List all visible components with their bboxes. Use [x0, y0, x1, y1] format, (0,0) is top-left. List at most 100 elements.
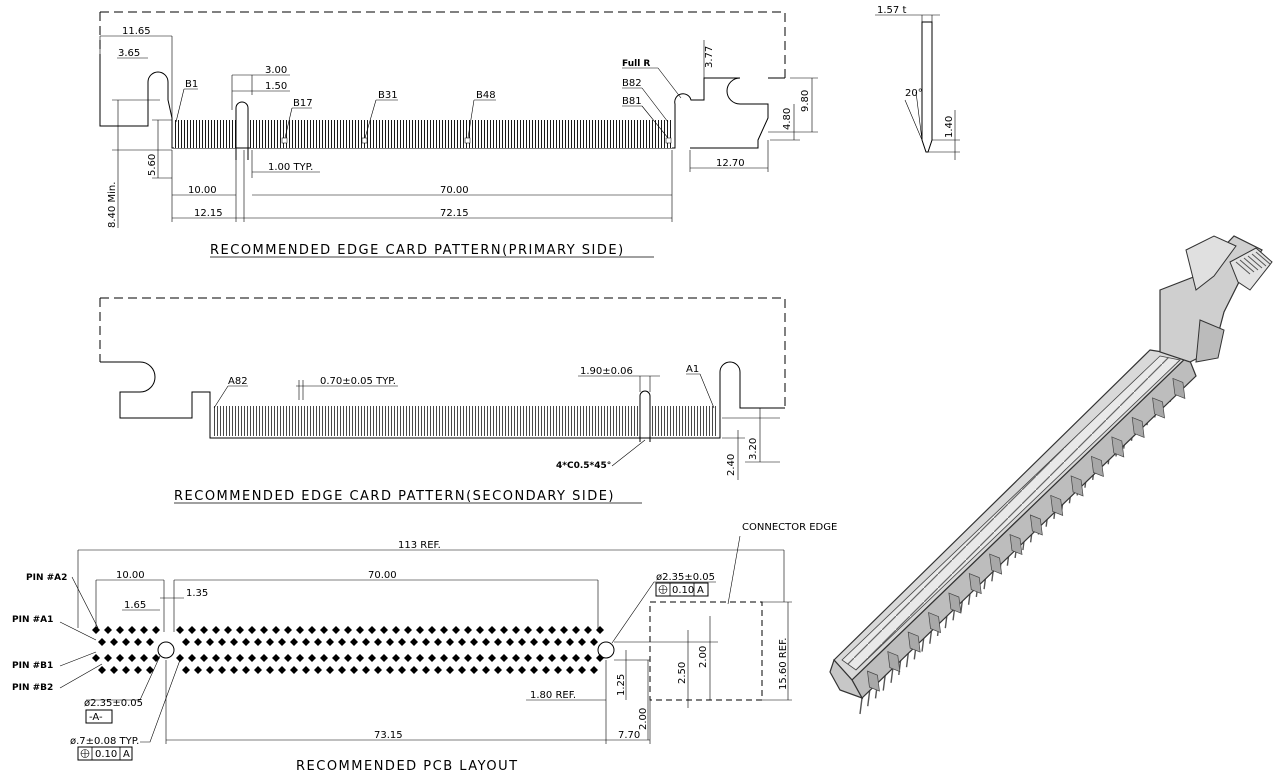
dim-4-80: 4.80 [782, 108, 793, 130]
pcb-pin [116, 654, 124, 662]
pcb-pin [266, 638, 274, 646]
pin-field [92, 626, 604, 674]
pcb-pin [182, 638, 190, 646]
dim-1-40: 1.40 [944, 116, 955, 138]
dim-pcb-10-00: 10.00 [116, 570, 145, 581]
connector-rib [968, 572, 982, 595]
pcb-pin [566, 666, 574, 674]
pcb-pin [206, 666, 214, 674]
dim-2-50: 2.50 [677, 662, 688, 684]
dim-3-20: 3.20 [748, 438, 759, 460]
pcb-pin [188, 654, 196, 662]
connector-rib [1029, 514, 1043, 536]
pcb-pin [404, 626, 412, 634]
key-notch-secondary [639, 390, 651, 442]
latch-grip-ridge [1239, 259, 1255, 273]
latch-grip-ridge [1247, 255, 1263, 269]
pcb-pin [410, 666, 418, 674]
pcb-pin [122, 666, 130, 674]
connector-rib [1152, 397, 1165, 419]
pcb-pin [440, 654, 448, 662]
pcb-pin [446, 638, 454, 646]
pcb-pin [284, 626, 292, 634]
pcb-pin [590, 666, 598, 674]
connector-rib [1172, 377, 1186, 399]
pcb-pin [230, 666, 238, 674]
pcb-pin [218, 638, 226, 646]
latch-grip-ridge [1255, 251, 1271, 265]
pcb-pin [500, 654, 508, 662]
pcb-pin [368, 626, 376, 634]
card-profile [921, 21, 933, 153]
pcb-pin [332, 626, 340, 634]
pcb-pin [92, 626, 100, 634]
pcb-pin [542, 666, 550, 674]
dim-hole-left: ø2.35±0.05 [84, 698, 143, 709]
alignment-hole-right [597, 641, 615, 659]
dim-20-deg: 20° [905, 88, 923, 99]
label-b48: B48 [476, 90, 496, 101]
secondary-side-view: 0.70±0.05 TYP. 1.90±0.06 A82 A1 4*C0.5*4… [99, 297, 786, 504]
label-b31: B31 [378, 90, 398, 101]
pcb-pin [218, 666, 226, 674]
label-b82: B82 [622, 78, 642, 89]
dim-113-ref: 113 REF. [398, 540, 441, 551]
pcb-pin [476, 626, 484, 634]
dim-9-80: 9.80 [800, 90, 811, 112]
pcb-pin [380, 654, 388, 662]
pcb-pin [308, 626, 316, 634]
pcb-pin [356, 626, 364, 634]
pcb-pin [554, 638, 562, 646]
dim-3-00: 3.00 [265, 65, 287, 76]
contact-pads-a-main [212, 406, 638, 436]
pcb-pin [320, 626, 328, 634]
dim-1-35: 1.35 [186, 588, 208, 599]
pcb-pin [434, 638, 442, 646]
pcb-pin [254, 638, 262, 646]
pcb-pin [368, 654, 376, 662]
pcb-pin [560, 654, 568, 662]
pcb-pin [506, 666, 514, 674]
pcb-pin [260, 626, 268, 634]
pcb-pin [482, 638, 490, 646]
label-chamfer: 4*C0.5*45° [556, 461, 611, 471]
pcb-pin [110, 666, 118, 674]
label-b1: B1 [185, 79, 198, 90]
dim-72-15: 72.15 [440, 208, 469, 219]
dim-70-00: 70.00 [440, 185, 469, 196]
dim-1-00-typ: 1.00 TYP. [268, 162, 313, 173]
dim-12-15: 12.15 [194, 208, 223, 219]
pcb-pin [128, 626, 136, 634]
pcb-pin [248, 626, 256, 634]
pcb-pin [296, 654, 304, 662]
pcb-pin [536, 654, 544, 662]
pcb-pin [176, 626, 184, 634]
pcb-pin [524, 654, 532, 662]
pcb-pin [278, 638, 286, 646]
connector-rib [928, 612, 941, 634]
pcb-pin [194, 638, 202, 646]
dim-10-00: 10.00 [188, 185, 217, 196]
contact-pads-left [174, 120, 236, 148]
connector-rib [1009, 533, 1023, 556]
pcb-pin [422, 638, 430, 646]
pcb-pin [326, 666, 334, 674]
pcb-pin [200, 626, 208, 634]
pcb-pin [314, 638, 322, 646]
key-notch [235, 101, 249, 160]
pcb-pin [290, 638, 298, 646]
pcb-pin [392, 654, 400, 662]
pcb-pin [146, 666, 154, 674]
datum-left: -A- [89, 712, 103, 723]
pcb-pin [542, 638, 550, 646]
pcb-pin [350, 638, 358, 646]
connector-rib [948, 592, 962, 614]
pcb-pin [470, 638, 478, 646]
connector-pin [859, 697, 863, 715]
secondary-outline [100, 361, 785, 439]
pcb-pin [494, 666, 502, 674]
pcb-pin [380, 626, 388, 634]
pcb-pin [386, 638, 394, 646]
pcb-pin [224, 626, 232, 634]
pcb-pin [356, 654, 364, 662]
